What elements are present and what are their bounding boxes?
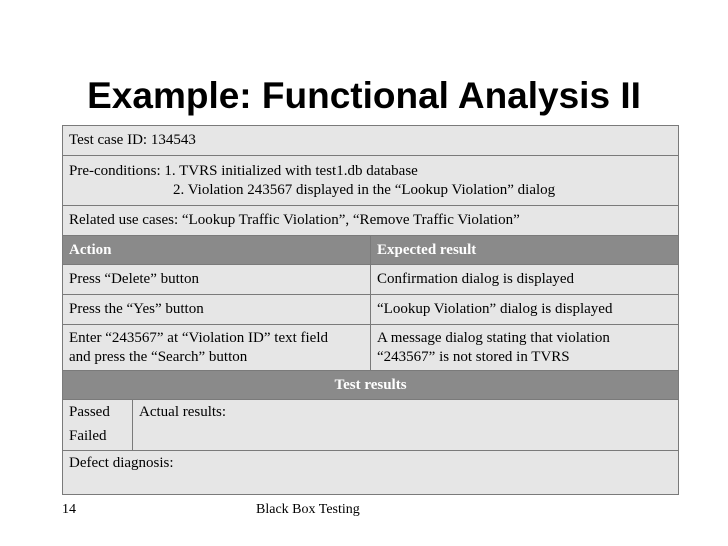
precondition-line-2: 2. Violation 243567 displayed in the “Lo… xyxy=(173,181,556,198)
test-case-id: Test case ID: 134543 xyxy=(61,125,680,156)
test-results-header: Test results xyxy=(61,370,680,400)
step-3-expected-line-1: A message dialog stating that violation xyxy=(377,329,610,346)
precondition-line-1: Pre-conditions: 1. TVRS initialized with… xyxy=(69,162,418,179)
slide-title: Example: Functional Analysis II xyxy=(87,75,641,116)
page-number: 14 xyxy=(62,502,76,517)
failed-label: Failed xyxy=(69,428,107,444)
actual-results-cell: Actual results: xyxy=(131,399,680,451)
step-2-expected: “Lookup Violation” dialog is displayed xyxy=(369,294,680,325)
step-1-expected: Confirmation dialog is displayed xyxy=(369,264,680,295)
related-use-cases: Related use cases: “Lookup Traffic Viola… xyxy=(61,205,680,236)
test-case-table: Test case ID: 134543 Pre-conditions: 1. … xyxy=(61,125,680,495)
pass-fail-cell: Passed Failed xyxy=(62,399,133,451)
defect-diagnosis-cell: Defect diagnosis: xyxy=(61,450,680,495)
action-column-header: Action xyxy=(62,235,371,265)
preconditions-cell: Pre-conditions: 1. TVRS initialized with… xyxy=(61,155,680,206)
expected-result-column-header: Expected result xyxy=(369,235,680,265)
step-3-action-line-2: and press the “Search” button xyxy=(69,348,248,365)
passed-label: Passed xyxy=(69,404,110,420)
step-3-expected: A message dialog stating that violation … xyxy=(369,324,680,371)
step-3-action-line-1: Enter “243567” at “Violation ID” text fi… xyxy=(69,329,329,346)
step-1-action: Press “Delete” button xyxy=(62,264,371,295)
footer-title: Black Box Testing xyxy=(256,502,360,517)
step-3-expected-line-2: “243567” is not stored in TVRS xyxy=(377,348,570,365)
step-2-action: Press the “Yes” button xyxy=(62,294,371,325)
step-3-action: Enter “243567” at “Violation ID” text fi… xyxy=(62,324,371,371)
